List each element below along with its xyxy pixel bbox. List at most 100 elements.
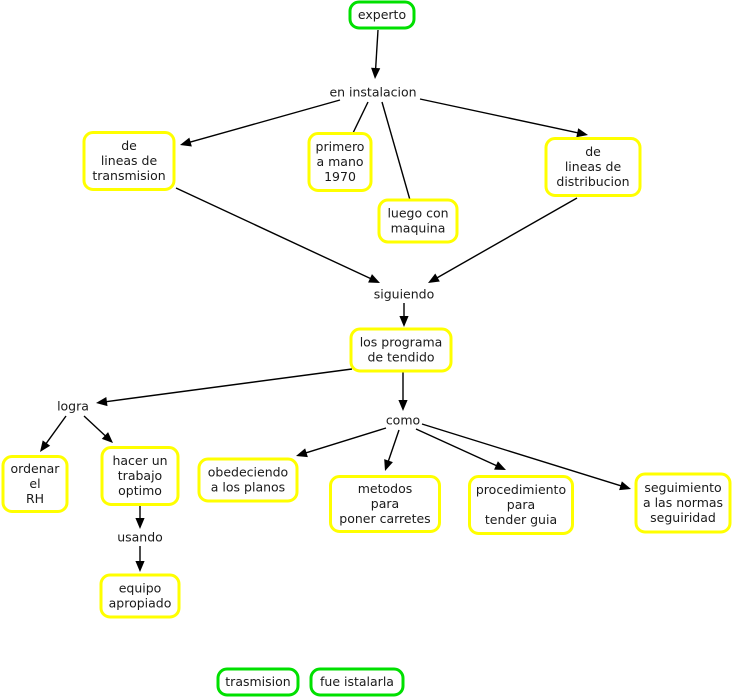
edge-logra-to-trabajo_optimo xyxy=(83,415,113,443)
node-box[interactable] xyxy=(377,198,459,244)
link-label-logra: logra xyxy=(57,399,89,414)
arrowhead xyxy=(494,461,506,470)
node-box[interactable] xyxy=(82,131,176,191)
arrowhead xyxy=(428,273,440,283)
link-label-en_instalacion: en instalacion xyxy=(329,85,416,100)
arrowhead xyxy=(101,432,113,443)
node-trasmision[interactable]: trasmision xyxy=(216,667,300,697)
node-box[interactable] xyxy=(349,327,453,373)
edge-como-to-metodos xyxy=(384,429,400,471)
edge-line xyxy=(421,423,623,487)
arrowhead xyxy=(368,274,380,283)
edge-lineas_distrib-to-siguiendo xyxy=(428,197,578,283)
edge-line xyxy=(435,197,578,279)
edge-line xyxy=(304,427,387,454)
node-label: experto xyxy=(358,7,406,22)
node-box[interactable] xyxy=(468,475,574,535)
arrowhead xyxy=(40,440,51,452)
arrowhead xyxy=(96,396,108,407)
node-box[interactable] xyxy=(216,667,300,697)
edge-como-to-procedimiento xyxy=(415,428,506,470)
node-box[interactable] xyxy=(348,0,416,30)
arrowhead xyxy=(296,448,308,458)
arrowhead xyxy=(619,481,631,491)
edge-logra-to-ordenar_rh xyxy=(40,415,67,452)
arrowhead xyxy=(371,67,381,79)
edge-como-to-seguimiento xyxy=(421,423,631,491)
node-box[interactable] xyxy=(99,573,181,619)
edge-line xyxy=(83,415,107,438)
node-box[interactable] xyxy=(309,667,405,697)
edge-line xyxy=(374,29,379,70)
node-fue_istalarla[interactable]: fue istalarla xyxy=(309,667,405,697)
edge-line xyxy=(387,429,400,463)
edge-line xyxy=(419,98,580,134)
arrowhead xyxy=(135,561,145,572)
edge-lineas_trans-to-siguiendo xyxy=(175,187,380,283)
edge-line xyxy=(105,368,353,403)
link-label-como: como xyxy=(386,413,420,428)
arrowhead xyxy=(135,518,145,529)
node-experto[interactable]: experto xyxy=(348,0,416,30)
node-box[interactable] xyxy=(544,137,642,197)
edge-trabajo_optimo-to-usando xyxy=(135,506,145,529)
arrowhead xyxy=(398,400,408,411)
node-box[interactable] xyxy=(100,446,180,506)
arrowhead xyxy=(384,459,393,471)
edge-en_instalacion-to-lineas_distrib xyxy=(419,98,588,138)
edge-line xyxy=(381,101,411,201)
edge-programa-to-logra xyxy=(96,368,353,407)
node-box[interactable] xyxy=(634,472,732,534)
arrowhead xyxy=(180,137,192,147)
edge-en_instalacion-to-luego_maquina xyxy=(381,101,411,201)
edge-en_instalacion-to-lineas_trans xyxy=(180,99,341,147)
edge-siguiendo-to-programa xyxy=(399,303,409,327)
node-label: trasmision xyxy=(225,674,290,689)
edge-experto-to-en_instalacion xyxy=(371,29,381,79)
edge-line xyxy=(188,99,341,144)
edge-usando-to-equipo xyxy=(135,546,145,572)
link-label-usando: usando xyxy=(117,530,163,545)
node-box[interactable] xyxy=(1,455,69,513)
edge-programa-to-como xyxy=(398,372,408,411)
node-box[interactable] xyxy=(197,457,299,503)
edge-line xyxy=(175,187,372,280)
edge-line xyxy=(44,415,67,445)
node-box[interactable] xyxy=(329,475,441,533)
link-label-siguiendo: siguiendo xyxy=(374,287,435,302)
arrowhead xyxy=(399,316,409,327)
arrowhead xyxy=(576,128,588,138)
node-label: fue istalarla xyxy=(320,674,394,689)
edge-como-to-obedeciendo xyxy=(296,427,387,458)
node-box[interactable] xyxy=(307,132,373,192)
edge-en_instalacion-to-primero_mano xyxy=(352,101,369,134)
edge-line xyxy=(415,428,498,467)
link-label-layer: en instalacion siguiendo logra como usando xyxy=(57,85,434,545)
